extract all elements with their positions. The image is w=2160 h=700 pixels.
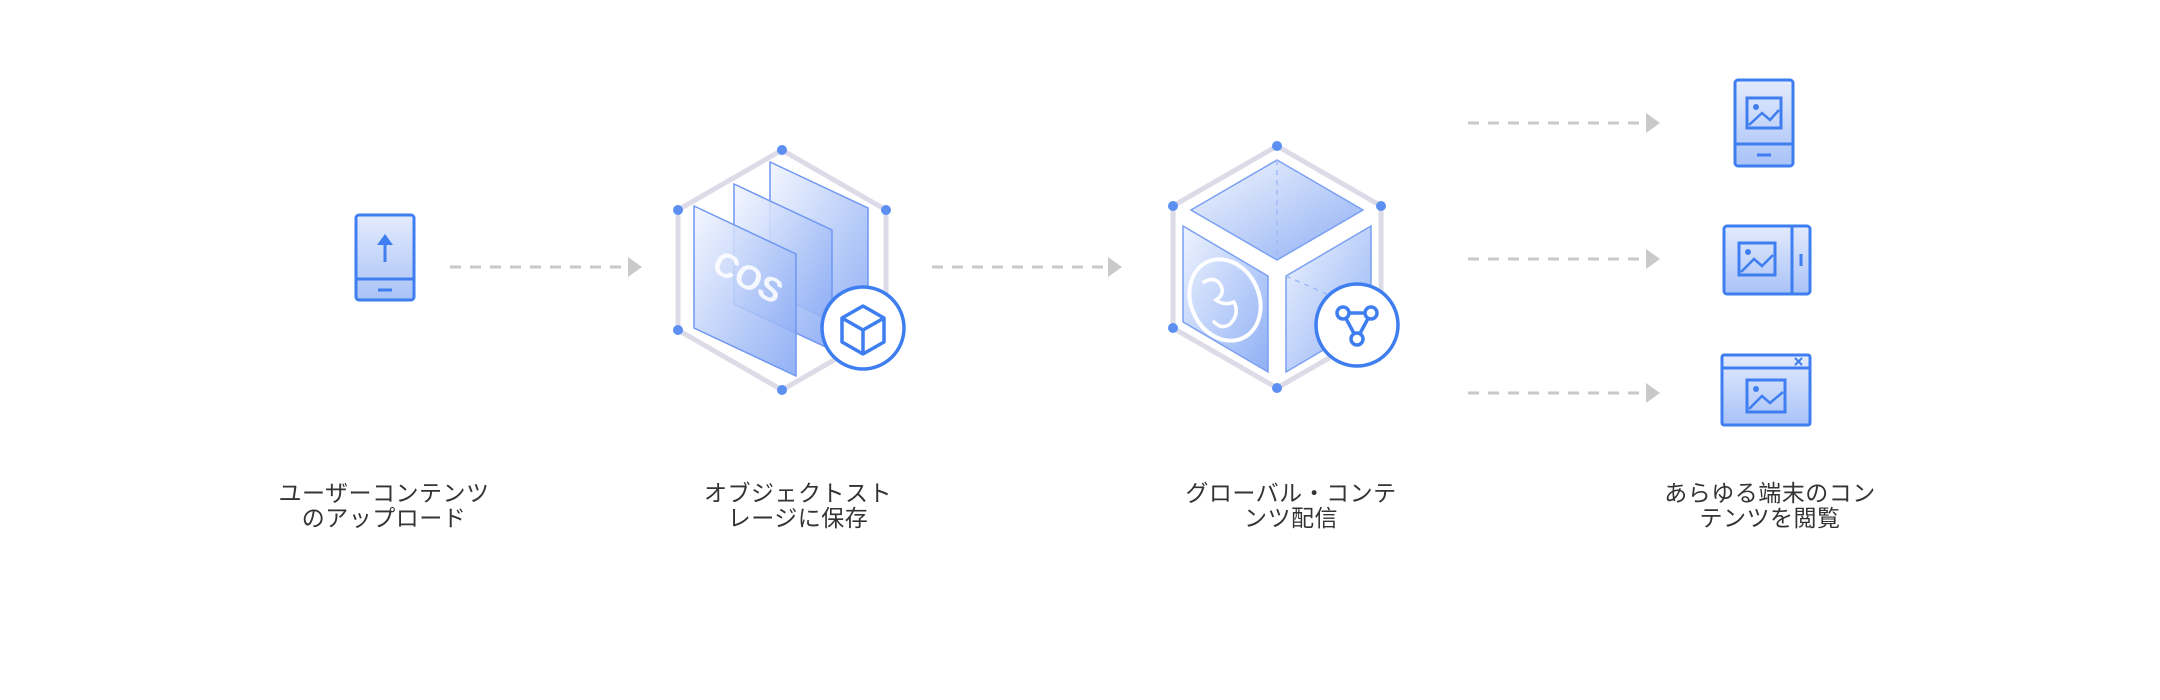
step-label-devices-line1: あらゆる端末のコン [1664,481,1876,507]
step-label-storage-line1: オブジェクトスト [704,481,892,507]
flow-arrow-2 [932,257,1122,277]
network-nodes-icon [1314,282,1400,368]
global-delivery-icon [1168,141,1400,393]
step-label-storage: オブジェクトスト レージに保存 [668,482,928,532]
flow-arrow-3a [1468,113,1660,133]
step-label-devices-line2: テンツを閲覧 [1699,506,1841,532]
phone-image-icon [1733,78,1795,168]
step-label-upload: ユーザーコンテンツ のアップロード [254,482,514,532]
flow-arrow-3c [1468,383,1660,403]
step-label-upload-line1: ユーザーコンテンツ [278,481,490,507]
step-label-delivery-line2: ンツ配信 [1244,506,1338,532]
window-image-icon [1720,353,1812,427]
step-label-delivery-line1: グローバル・コンテ [1185,481,1397,507]
globe-icon [1187,257,1263,343]
object-storage-icon: COS [673,145,906,395]
flow-arrow-3b [1468,249,1660,269]
tablet-image-icon [1722,224,1812,296]
step-label-devices: あらゆる端末のコン テンツを閲覧 [1640,482,1900,532]
phone-upload-icon [354,213,416,302]
step-label-storage-line2: レージに保存 [727,506,869,532]
cube-icon [820,285,906,371]
step-label-delivery: グローバル・コンテ ンツ配信 [1161,482,1421,532]
step-label-upload-line2: のアップロード [301,506,467,532]
flow-arrow-1 [450,257,642,277]
